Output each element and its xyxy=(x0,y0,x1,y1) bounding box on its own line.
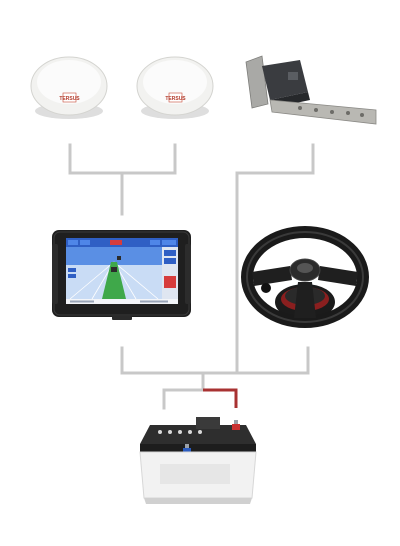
cable-tablet-wheel xyxy=(120,346,310,375)
cable-trunk xyxy=(162,371,205,410)
battery xyxy=(139,417,257,504)
tablet-screen xyxy=(66,238,178,304)
cable-lines xyxy=(68,143,315,410)
cable-antenna-left xyxy=(68,143,177,175)
electric-steering-wheel xyxy=(241,226,369,328)
wheel-angle-sensor xyxy=(245,55,377,125)
cable-sensor xyxy=(235,143,315,375)
antenna-right-brand: TERSUS xyxy=(165,96,186,102)
cable-red-positive xyxy=(203,388,238,408)
gnss-antenna-right: TERSUS xyxy=(136,56,214,119)
display-tablet xyxy=(52,230,191,320)
antenna-left-brand: TERSUS xyxy=(59,96,80,102)
gnss-antenna-left: TERSUS xyxy=(30,56,108,119)
